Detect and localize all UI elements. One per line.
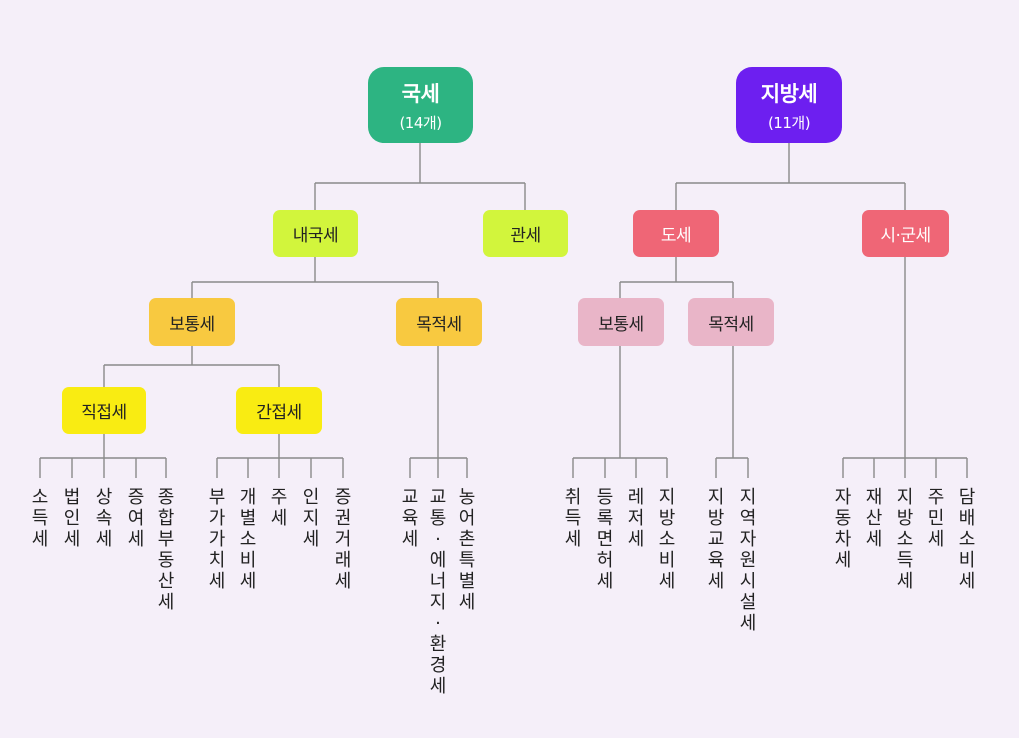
local-tax-title: 지방세 [760,81,818,106]
local-tax-node: 지방세 (11개) [736,67,842,143]
local-tax-count: (11개) [767,113,811,132]
local-purpose-tax-node: 목적세 [688,298,774,346]
city-county-tax-node: 시·군세 [862,210,949,257]
national-tax-title: 국세 [401,81,440,106]
national-tax-node: 국세 (14개) [368,67,473,143]
customs-duty-node: 관세 [483,210,568,257]
national-ordinary-tax-node: 보통세 [149,298,235,346]
indirect-tax-node: 간접세 [236,387,322,434]
national-purpose-tax-node: 목적세 [396,298,482,346]
internal-tax-node: 내국세 [273,210,358,257]
national-tax-count: (14개) [399,113,442,132]
local-ordinary-tax-node: 보통세 [578,298,664,346]
province-tax-node: 도세 [633,210,719,257]
direct-tax-node: 직접세 [62,387,146,434]
